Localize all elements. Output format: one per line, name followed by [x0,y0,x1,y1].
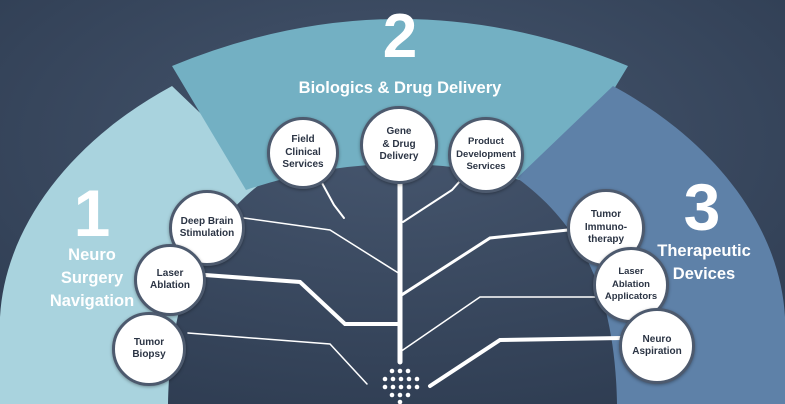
node-laser-ablation: Laser Ablation [134,244,206,316]
node-field-clinical-services: Field Clinical Services [267,117,339,189]
branch-tumor-immunotherapy [398,228,570,298]
branch-deep-brain [243,217,401,275]
section-3-title: Therapeutic Devices [657,242,751,283]
section-3-wedge [517,86,785,404]
node-product-development-services: Product Development Services [448,117,524,193]
node-laser-ablation-applicators: Laser Ablation Applicators [593,247,669,323]
section-2-number: 2 [382,2,418,71]
branches [187,145,624,388]
section-1-title: Neuro Surgery Navigation [49,246,135,310]
section-1-wedge [0,86,268,404]
branch-neuro-aspiration [428,336,624,388]
section-1-number: 1 [73,176,111,250]
branch-laser-ablation-left [203,273,402,326]
section-3-number: 3 [683,170,721,244]
node-gene-drug-delivery: Gene & Drug Delivery [360,106,438,184]
node-neuro-aspiration: Neuro Aspiration [619,308,695,384]
node-tumor-biopsy: Tumor Biopsy [112,312,186,386]
branch-tumor-biopsy [187,332,368,385]
root-dots [382,368,420,404]
branch-laser-applicators [399,296,601,353]
section-2-title: Biologics & Drug Delivery [298,79,502,97]
